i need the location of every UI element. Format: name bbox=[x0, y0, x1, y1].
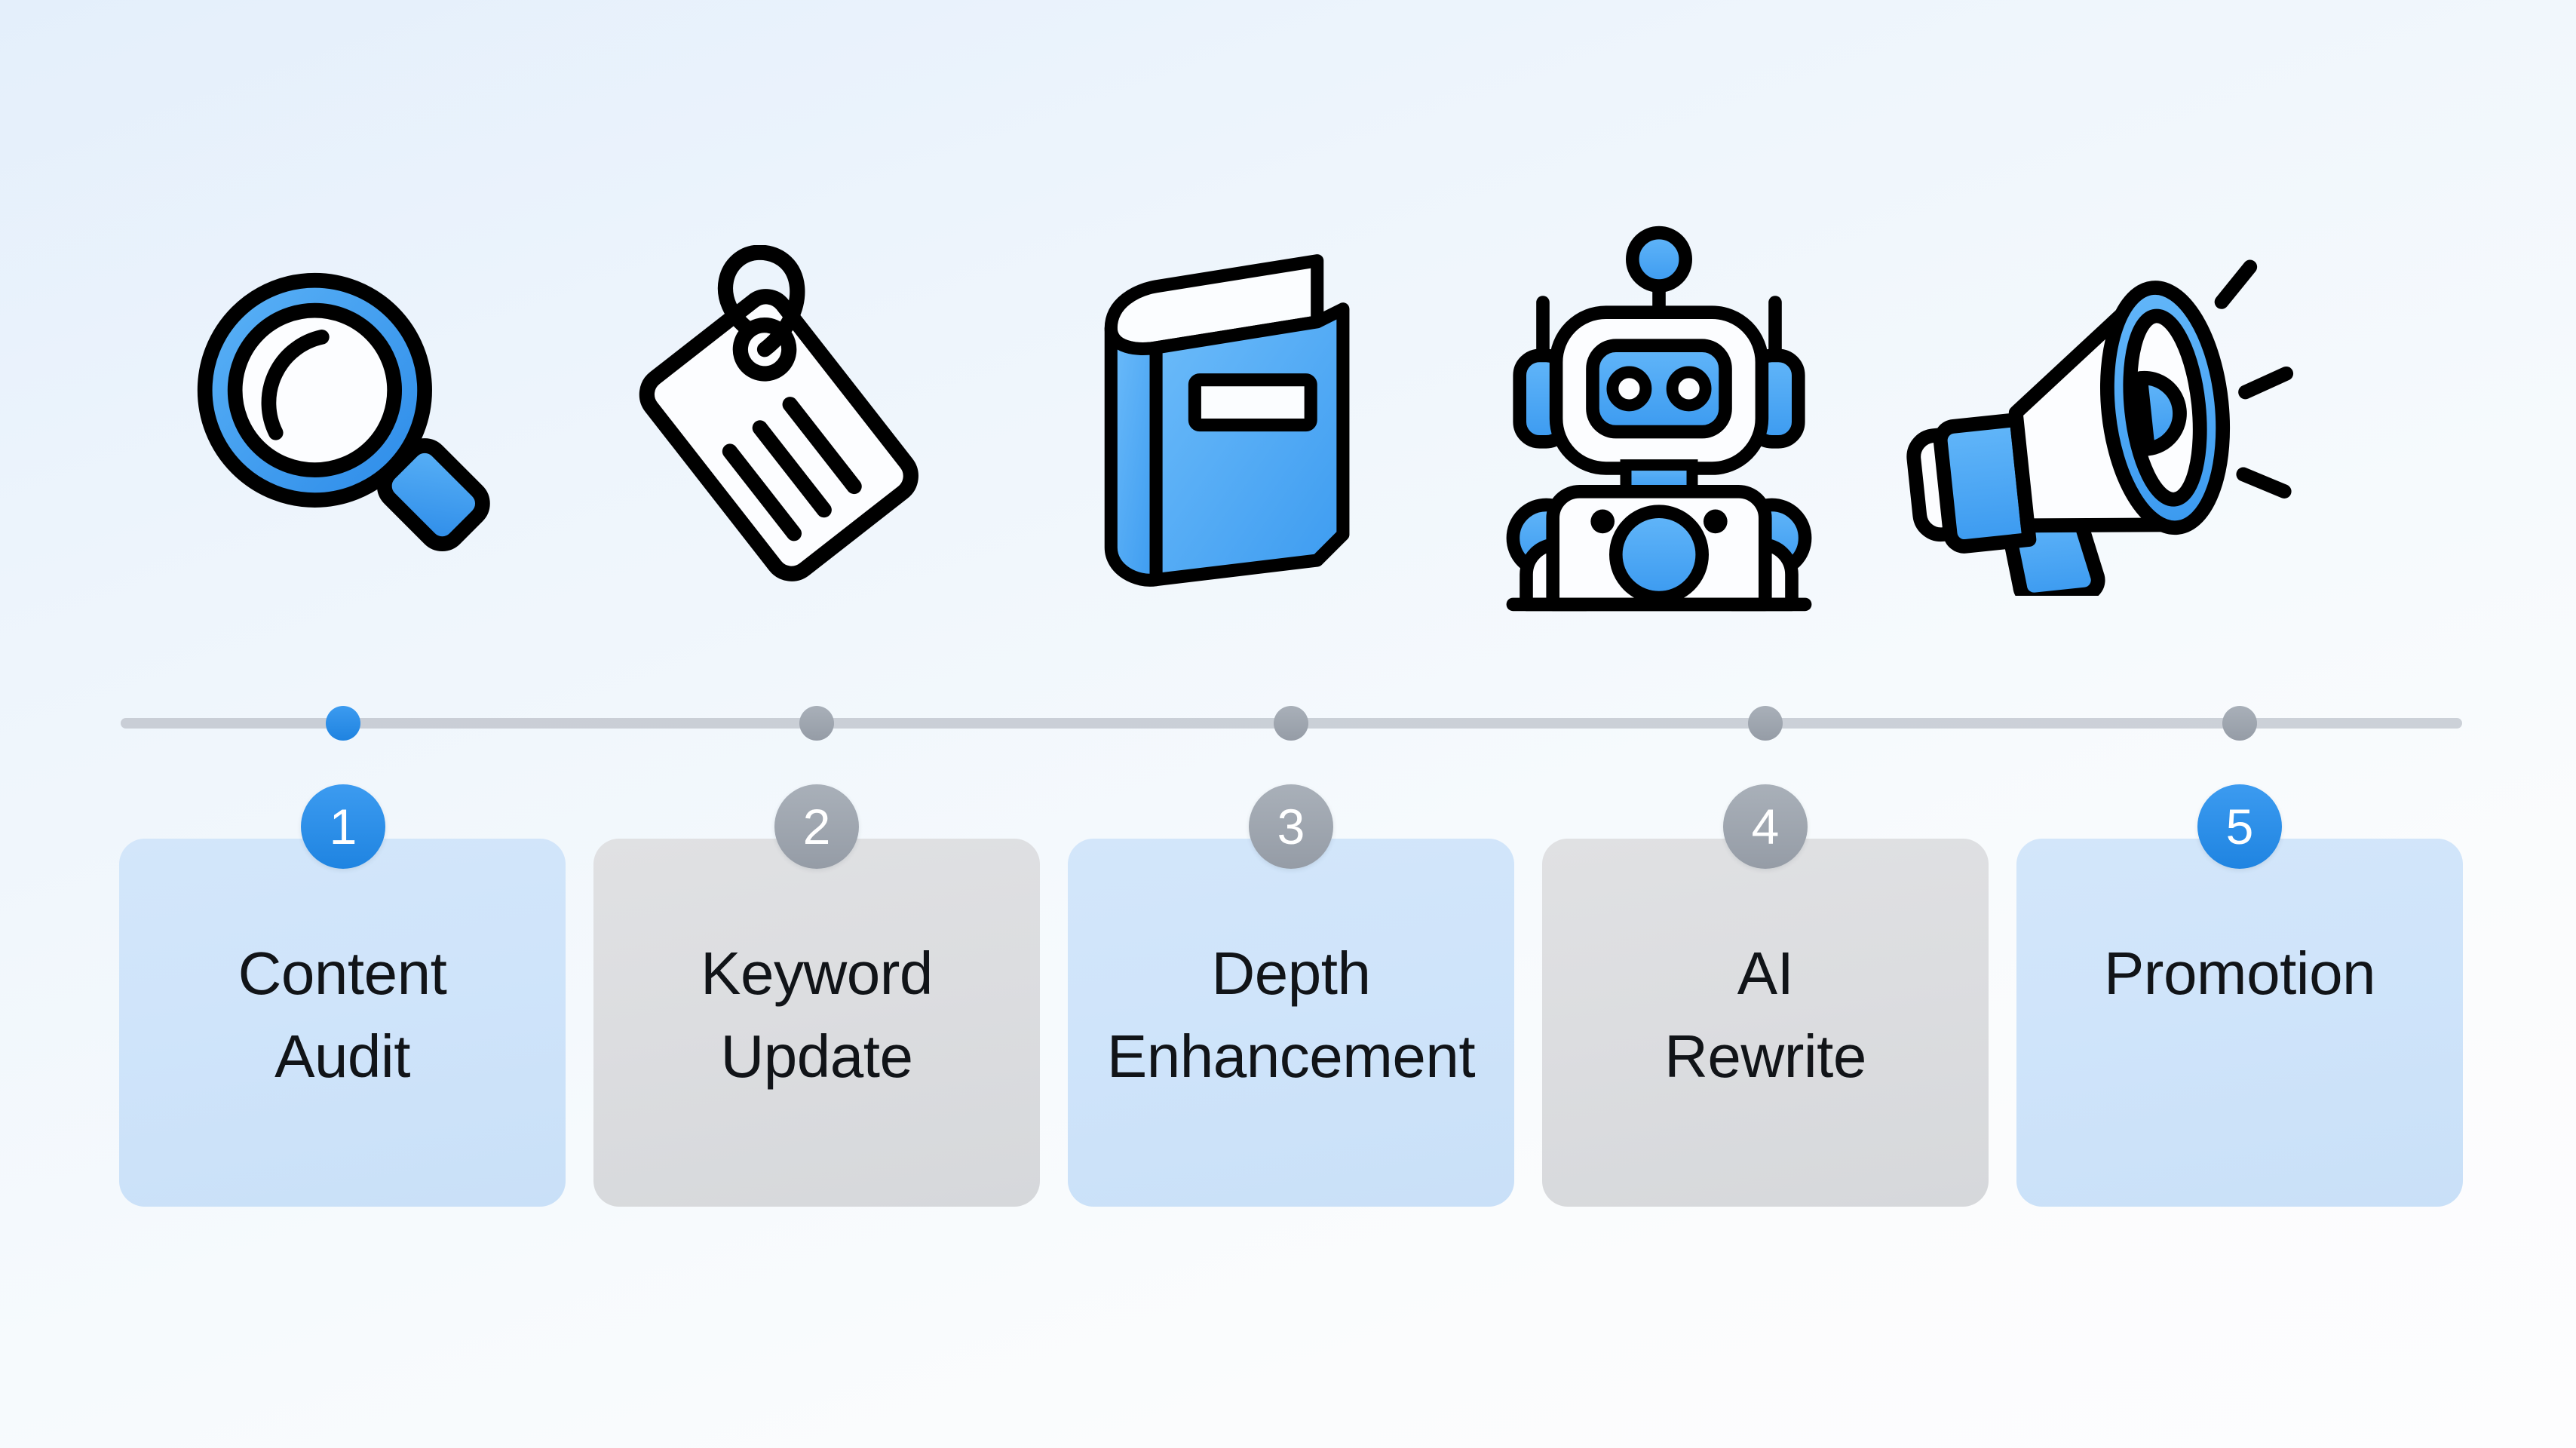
step-badge-2[interactable]: 2 bbox=[774, 784, 859, 869]
step-card-2[interactable]: Keyword Update bbox=[593, 839, 1040, 1207]
step-badge-1[interactable]: 1 bbox=[301, 784, 385, 869]
step-badge-3[interactable]: 3 bbox=[1249, 784, 1333, 869]
book-icon bbox=[1003, 192, 1425, 645]
step-card-5[interactable]: Promotion bbox=[2016, 839, 2463, 1207]
timeline-node-5[interactable] bbox=[2222, 706, 2257, 741]
megaphone-icon bbox=[1885, 192, 2308, 645]
timeline-node-1[interactable] bbox=[326, 706, 360, 741]
timeline-node-2[interactable] bbox=[799, 706, 834, 741]
step-card-3[interactable]: Depth Enhancement bbox=[1068, 839, 1514, 1207]
magnifying-glass-icon bbox=[132, 192, 554, 645]
step-card-1[interactable]: Content Audit bbox=[119, 839, 566, 1207]
robot-icon bbox=[1448, 192, 1870, 645]
step-label-1: Content Audit bbox=[238, 940, 447, 1090]
icon-row bbox=[0, 192, 2576, 645]
step-label-3: Depth Enhancement bbox=[1106, 940, 1476, 1090]
timeline-node-4[interactable] bbox=[1748, 706, 1783, 741]
step-badge-4[interactable]: 4 bbox=[1723, 784, 1808, 869]
step-card-4[interactable]: AI Rewrite bbox=[1542, 839, 1989, 1207]
price-tag-icon bbox=[566, 192, 988, 645]
step-badge-5[interactable]: 5 bbox=[2197, 784, 2282, 869]
step-label-2: Keyword Update bbox=[701, 940, 933, 1090]
timeline-node-3[interactable] bbox=[1274, 706, 1308, 741]
step-label-5: Promotion bbox=[2103, 940, 2376, 1007]
step-label-4: AI Rewrite bbox=[1664, 940, 1866, 1090]
